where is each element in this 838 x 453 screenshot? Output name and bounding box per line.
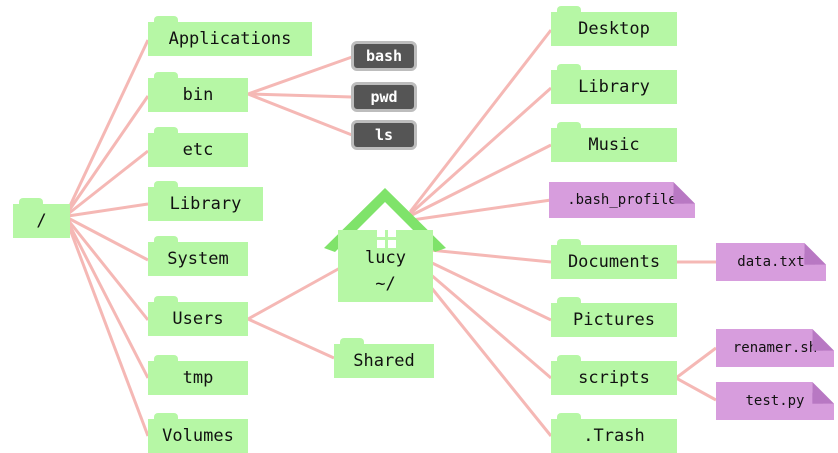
folder-icon xyxy=(154,355,178,362)
folder-label: tmp xyxy=(182,368,214,388)
file-bash-profile[interactable]: .bash_profile xyxy=(549,182,695,218)
file-corner-icon xyxy=(804,243,826,265)
folder-label: Library xyxy=(169,194,242,214)
file-label: data.txt xyxy=(737,254,805,270)
folder-icon xyxy=(340,338,364,345)
house-roof-icon xyxy=(324,188,446,252)
folder-icon xyxy=(154,72,178,79)
file-corner-icon xyxy=(812,382,834,404)
file-renamer-sh[interactable]: renamer.sh xyxy=(716,329,834,367)
folder-pictures[interactable]: Pictures xyxy=(551,297,677,337)
folder-icon xyxy=(557,413,581,420)
file-label: test.py xyxy=(745,393,805,409)
file-label: renamer.sh xyxy=(732,340,818,356)
folder-icon xyxy=(154,181,178,188)
folder-icon xyxy=(154,127,178,134)
home-path-label: ~/ xyxy=(375,274,396,294)
folder-scripts[interactable]: scripts xyxy=(551,355,677,395)
folder-root-label: / xyxy=(36,211,47,231)
folder-home-library[interactable]: Library xyxy=(551,64,677,104)
folder-label: scripts xyxy=(578,368,650,388)
file-test-py[interactable]: test.py xyxy=(716,382,834,420)
file-data-txt[interactable]: data.txt xyxy=(716,243,826,281)
file-label: .bash_profile xyxy=(567,192,677,208)
folder-icon xyxy=(557,64,581,71)
folder-applications[interactable]: Applications xyxy=(148,16,312,56)
folder-icon xyxy=(557,6,581,13)
folder-users[interactable]: Users xyxy=(148,296,248,336)
folder-icon xyxy=(557,122,581,129)
folder-label: bin xyxy=(182,85,214,105)
folder-shared[interactable]: Shared xyxy=(334,338,434,378)
folder-icon xyxy=(154,236,178,243)
folder-label: etc xyxy=(182,140,214,160)
folder-icon xyxy=(154,413,178,420)
command-bash[interactable]: bash xyxy=(351,41,417,71)
folder-etc[interactable]: etc xyxy=(148,127,248,167)
folder-icon xyxy=(557,297,581,304)
home-user-label: lucy xyxy=(365,248,406,268)
folder-label: Volumes xyxy=(162,426,234,446)
folder-library[interactable]: Library xyxy=(148,181,263,221)
command-pwd[interactable]: pwd xyxy=(351,82,417,112)
folder-label: Pictures xyxy=(573,310,655,330)
folder-icon xyxy=(154,16,178,23)
folder-desktop[interactable]: Desktop xyxy=(551,6,677,46)
file-corner-icon xyxy=(673,182,695,204)
folder-trash[interactable]: .Trash xyxy=(551,413,677,453)
folder-label: Users xyxy=(172,309,224,329)
folder-label: Desktop xyxy=(578,19,650,39)
folder-label: Shared xyxy=(353,351,415,371)
folder-label: System xyxy=(167,249,229,269)
folder-icon xyxy=(19,198,43,205)
folder-label: Library xyxy=(578,77,650,97)
folder-label: Music xyxy=(588,135,640,155)
folder-root[interactable]: / xyxy=(13,198,70,238)
folder-system[interactable]: System xyxy=(148,236,248,276)
house-body xyxy=(338,230,433,302)
folder-tmp[interactable]: tmp xyxy=(148,355,248,395)
folder-volumes[interactable]: Volumes xyxy=(148,413,248,453)
folder-label: .Trash xyxy=(583,426,645,446)
folder-icon xyxy=(557,355,581,362)
home-directory-lucy[interactable]: lucy ~/ xyxy=(322,186,448,302)
house-window-icon xyxy=(377,229,397,249)
folder-label: Applications xyxy=(168,29,292,49)
folder-bin[interactable]: bin xyxy=(148,72,248,112)
file-corner-icon xyxy=(812,329,834,351)
folder-music[interactable]: Music xyxy=(551,122,677,162)
folder-icon xyxy=(557,239,581,246)
folder-label: Documents xyxy=(567,252,661,272)
command-ls[interactable]: ls xyxy=(351,120,417,150)
folder-icon xyxy=(154,296,178,303)
folder-documents[interactable]: Documents xyxy=(551,239,677,279)
